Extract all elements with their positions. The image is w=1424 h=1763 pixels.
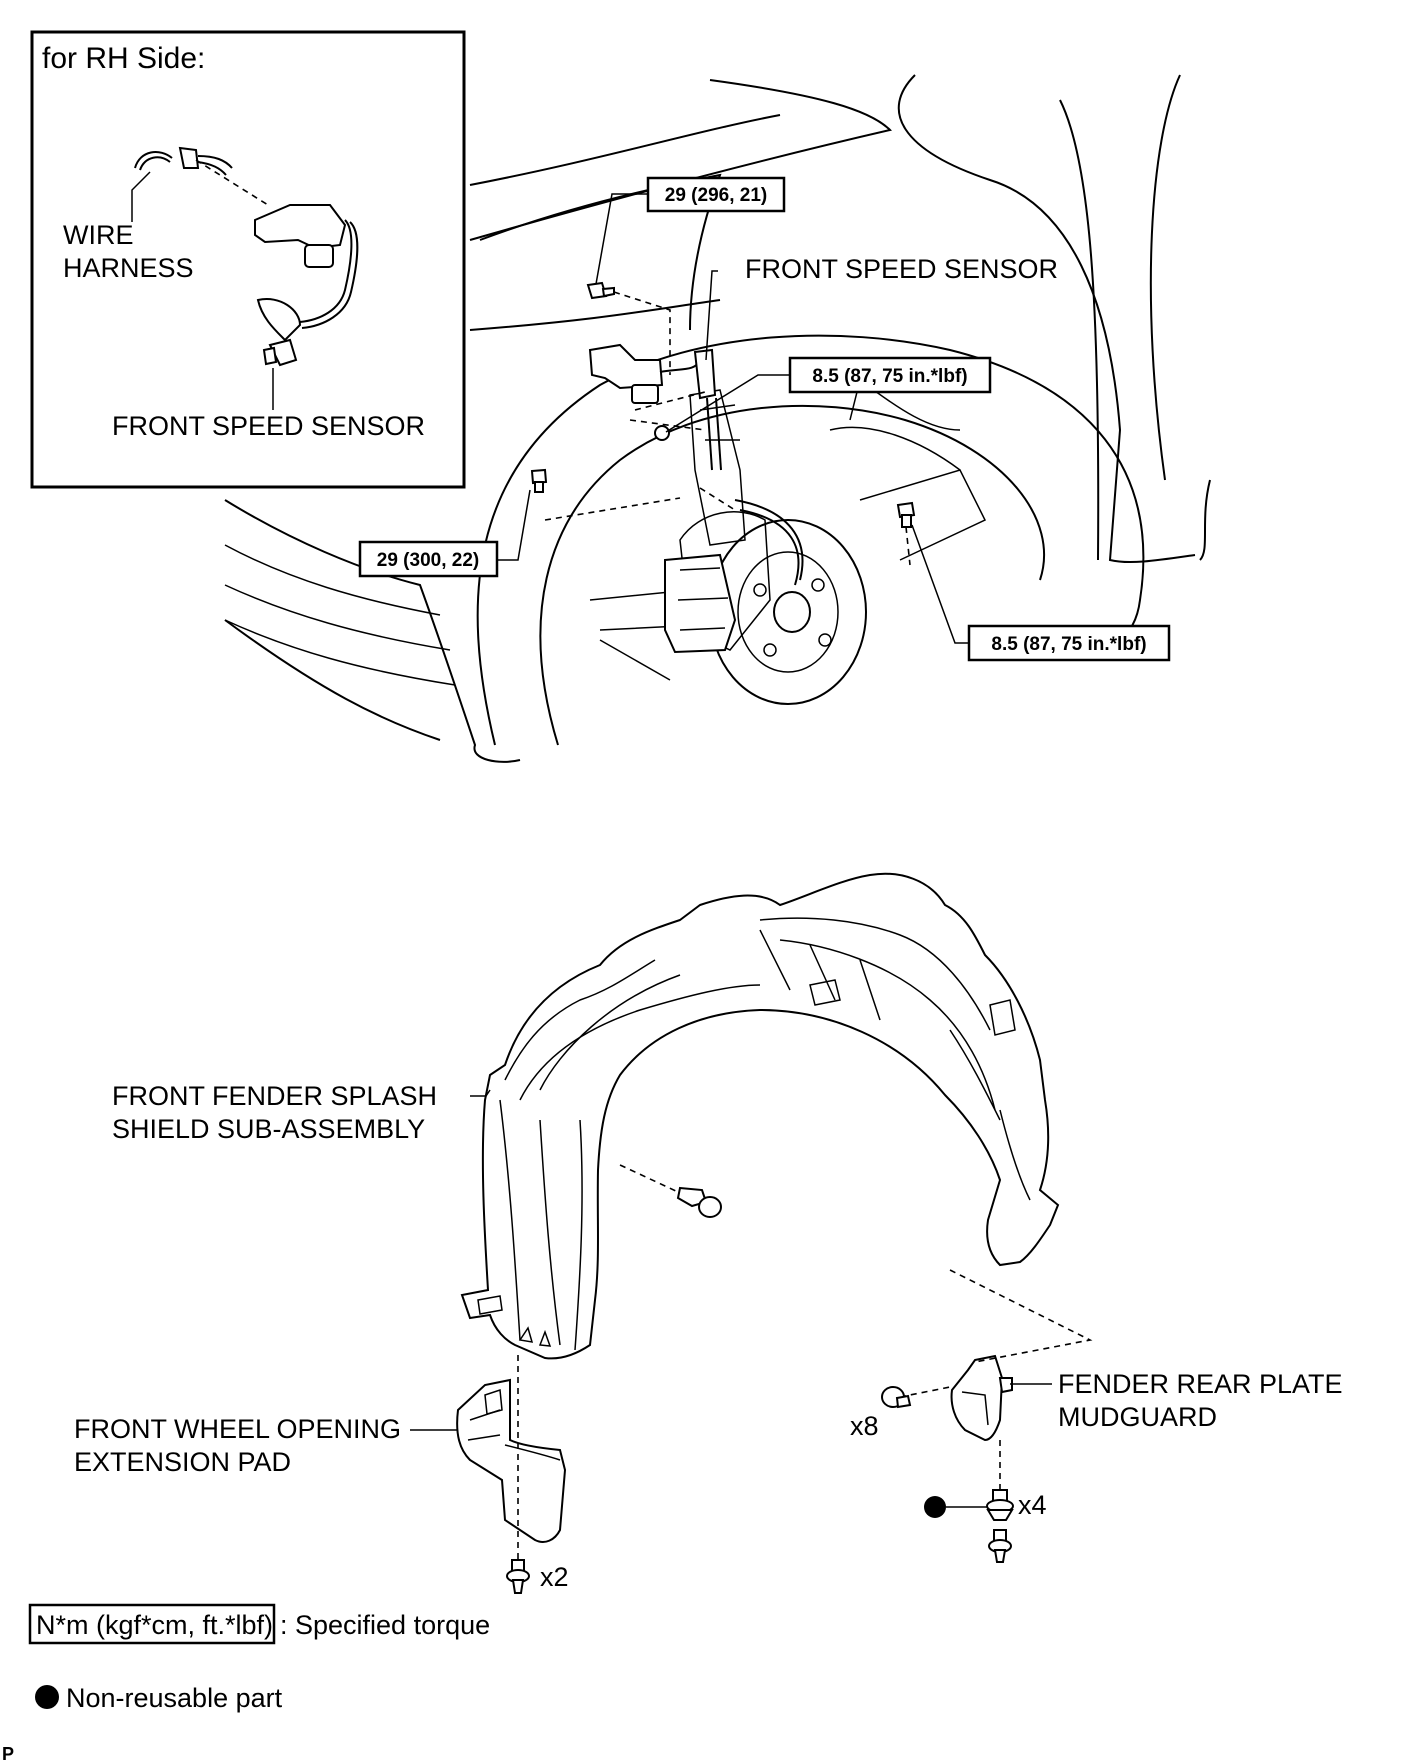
qty-x4-label: x4 [1018, 1490, 1047, 1520]
clip-icon [986, 1489, 1014, 1521]
inset-wire-harness-label-2: HARNESS [63, 253, 194, 283]
legend-torque-desc: : Specified torque [280, 1610, 490, 1640]
legend-nonreusable: Non-reusable part [66, 1683, 283, 1713]
upper-speed-sensor-label: FRONT SPEED SENSOR [745, 254, 1058, 284]
torque-value-4: 8.5 (87, 75 in.*lbf) [991, 634, 1146, 655]
inset-title: for RH Side: [42, 42, 205, 75]
torque-callout-2: 8.5 (87, 75 in.*lbf) [788, 356, 992, 394]
torque-callout-4: 8.5 (87, 75 in.*lbf) [967, 624, 1171, 662]
clip-icon [676, 1186, 722, 1218]
qty-x8-label: x8 [850, 1411, 879, 1441]
pad-label-2: EXTENSION PAD [74, 1447, 291, 1477]
front-wheel-opening-extension-pad [456, 1378, 567, 1543]
mudguard-label-1: FENDER REAR PLATE [1058, 1369, 1343, 1399]
torque-value-3: 29 (300, 22) [377, 550, 479, 571]
screw-icon [988, 1529, 1012, 1563]
shield-label-2: SHIELD SUB-ASSEMBLY [112, 1114, 425, 1144]
torque-callout-1: 29 (296, 21) [646, 176, 786, 213]
inset-wire-harness-label-1: WIRE [63, 220, 134, 250]
torque-callout-3: 29 (300, 22) [358, 540, 499, 578]
legend: N*m (kgf*cm, ft.*lbf) : Specified torque… [2, 1603, 490, 1763]
inset-speed-sensor-label: FRONT SPEED SENSOR [112, 411, 425, 441]
corner-mark: P [2, 1744, 14, 1763]
shield-label-1: FRONT FENDER SPLASH [112, 1081, 437, 1111]
torque-value-2: 8.5 (87, 75 in.*lbf) [812, 366, 967, 387]
mudguard-label-2: MUDGUARD [1058, 1402, 1217, 1432]
rh-side-inset: for RH Side: WIRE HARNESS FRONT SPEED SE… [30, 30, 466, 489]
non-reusable-dot-icon [924, 1496, 946, 1518]
fender-rear-plate-mudguard [950, 1354, 1013, 1442]
legend-torque-unit: N*m (kgf*cm, ft.*lbf) [36, 1610, 273, 1640]
clip-icon [881, 1386, 912, 1409]
vehicle-body-outline [224, 74, 1211, 763]
pad-label-1: FRONT WHEEL OPENING [74, 1414, 401, 1444]
front-speed-sensor [588, 343, 722, 471]
brake-disc-assembly [664, 389, 867, 705]
non-reusable-dot-icon [35, 1685, 59, 1709]
qty-x2-label: x2 [540, 1562, 569, 1592]
screw-icon [506, 1559, 530, 1594]
torque-value-1: 29 (296, 21) [665, 185, 767, 206]
front-fender-splash-shield [460, 872, 1060, 1360]
bolt-icon [654, 425, 670, 441]
upper-bolts [530, 281, 916, 528]
